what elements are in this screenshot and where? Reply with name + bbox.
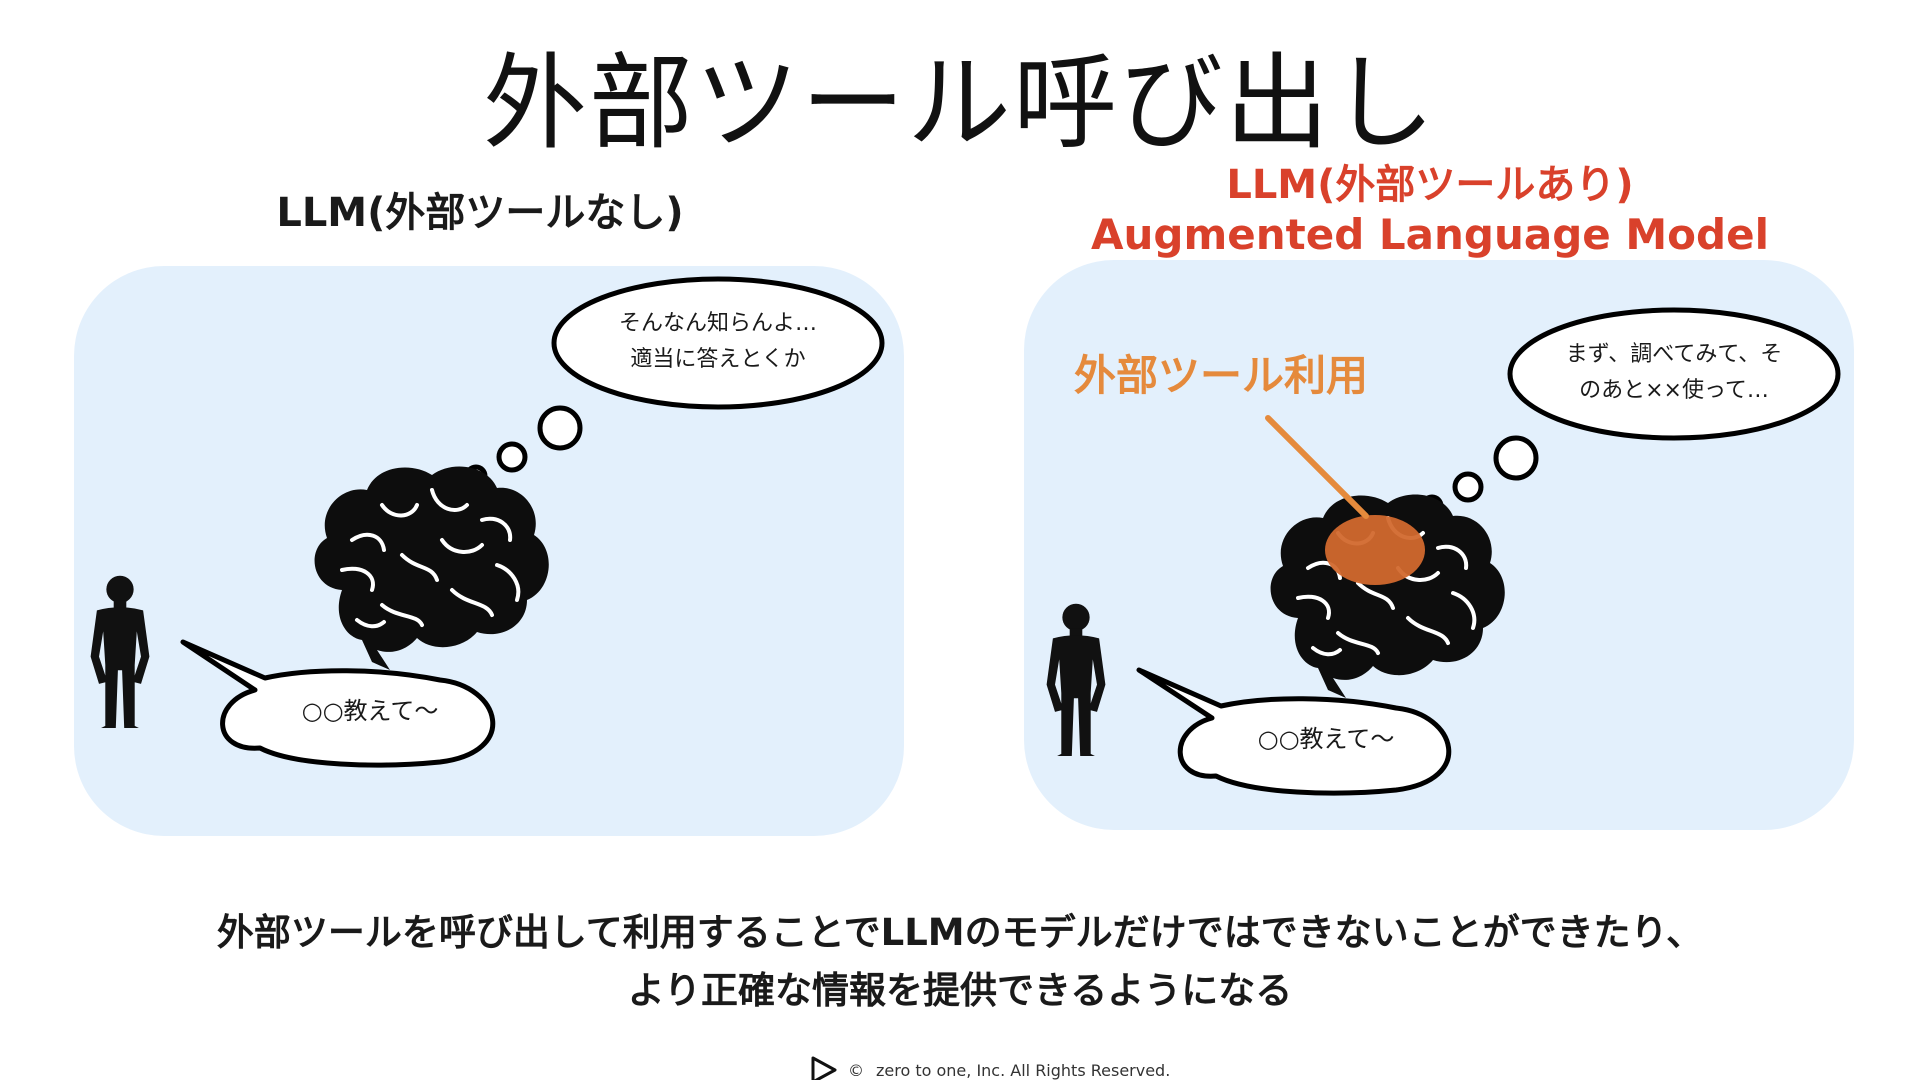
left-brain-icon xyxy=(312,464,551,672)
right-panel-heading: LLM(外部ツールあり) xyxy=(1226,162,1634,208)
left-speech-text: ○○教えて〜 xyxy=(301,697,439,725)
left-thought-line-2: 適当に答えとくか xyxy=(630,347,806,372)
footer: © zero to one, Inc. All Rights Reserved. xyxy=(810,1056,1170,1080)
left-person-icon xyxy=(90,575,150,728)
brain-highlight xyxy=(1325,515,1425,585)
right-thought-dot-medium xyxy=(1452,471,1484,503)
left-panel-heading: LLM(外部ツールなし) xyxy=(276,190,684,236)
left-thought-bubble xyxy=(551,276,885,410)
tool-pointer-line xyxy=(1265,415,1369,519)
left-thought-dot-large xyxy=(537,405,583,451)
caption-line-2: より正確な情報を提供できるようになる xyxy=(627,969,1293,1012)
play-triangle-logo-icon xyxy=(811,1056,837,1080)
right-speech-text: ○○教えて〜 xyxy=(1257,725,1395,753)
right-thought-bubble xyxy=(1507,307,1841,441)
footer-text: zero to one, Inc. All Rights Reserved. xyxy=(876,1060,1171,1080)
right-thought-dot-large xyxy=(1493,435,1539,481)
left-speech-bubble xyxy=(180,639,496,768)
right-thought-text: まず、調べてみて、そ のあと××使って… xyxy=(1534,337,1814,409)
right-thought-line-2: のあと××使って… xyxy=(1579,378,1769,403)
left-thought-line-1: そんなん知らんよ… xyxy=(618,311,817,336)
left-thought-text: そんなん知らんよ… 適当に答えとくか xyxy=(578,306,858,378)
right-person-icon xyxy=(1046,603,1106,756)
copyright-symbol: © xyxy=(848,1060,864,1080)
right-thought-line-1: まず、調べてみて、そ xyxy=(1565,342,1783,367)
right-speech-bubble xyxy=(1136,667,1452,796)
page-title: 外部ツール呼び出し xyxy=(482,42,1437,164)
right-panel-subheading: Augmented Language Model xyxy=(1091,210,1769,259)
tool-usage-label: 外部ツール利用 xyxy=(1074,351,1369,400)
caption-line-1: 外部ツールを呼び出して利用することでLLMのモデルだけではできないことができたり… xyxy=(216,911,1704,954)
left-thought-dot-medium xyxy=(496,441,528,473)
